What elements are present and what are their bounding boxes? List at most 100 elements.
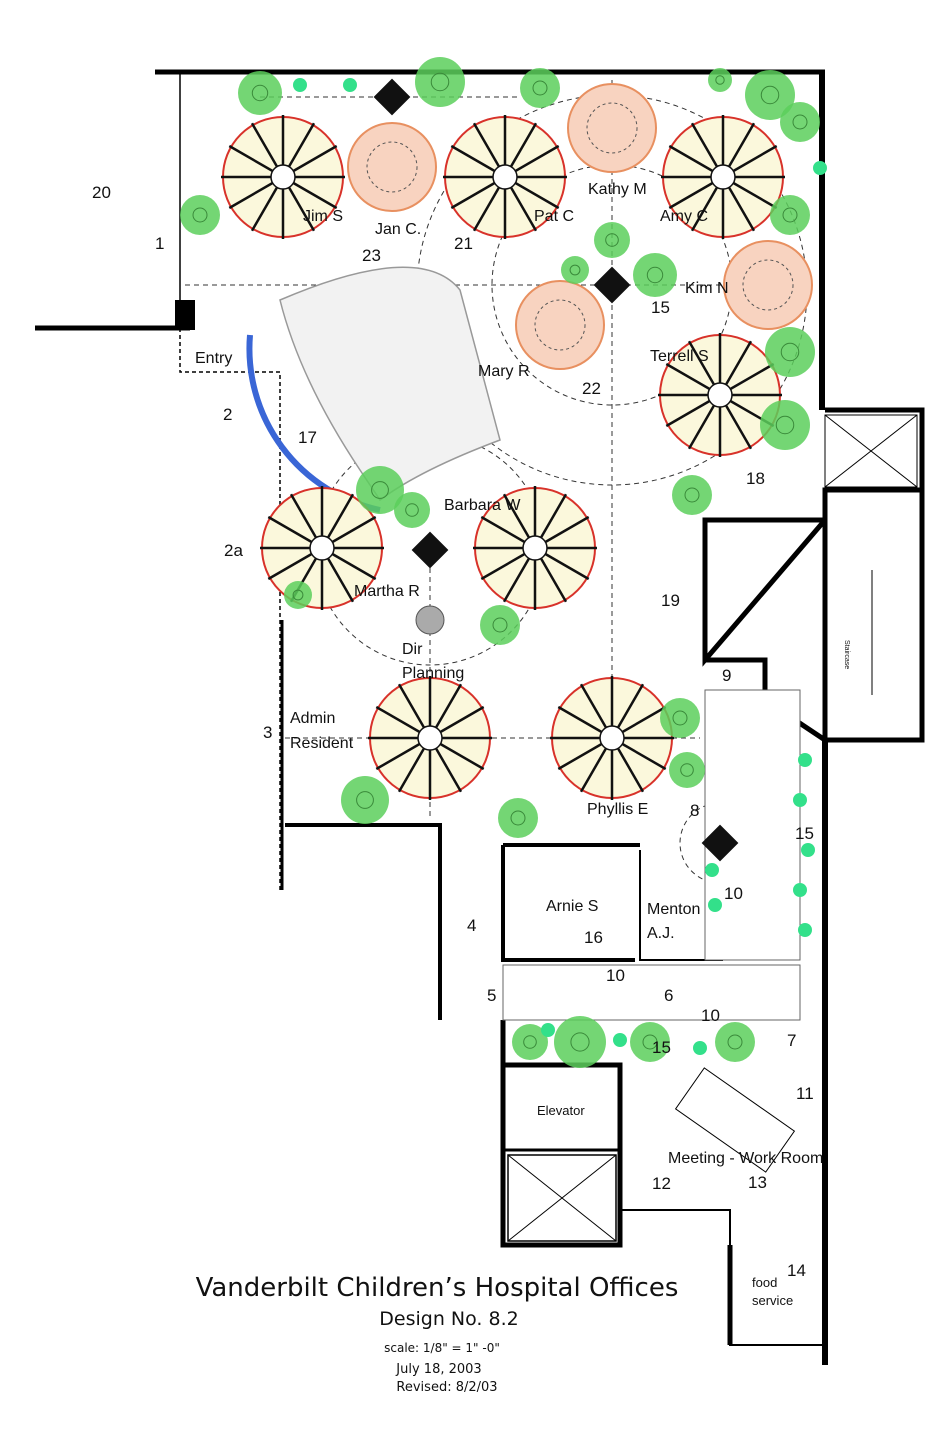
- label: 9: [722, 666, 731, 685]
- label: Jan C.: [375, 221, 421, 238]
- workstation-pod: [260, 486, 384, 610]
- plant-detail: [780, 342, 800, 362]
- plant-detail: [523, 1035, 537, 1049]
- label: Resident: [290, 735, 354, 752]
- plant-icon: [633, 253, 677, 297]
- plant-icon: [512, 1024, 548, 1060]
- column-icon: [411, 531, 449, 569]
- small-plant-icon: [801, 843, 815, 857]
- round-table: [723, 240, 813, 330]
- label: Kathy M: [588, 181, 647, 198]
- plant-detail: [715, 75, 725, 85]
- plant-detail: [510, 810, 526, 826]
- column-icon: [373, 78, 411, 116]
- plant-icon: [715, 1022, 755, 1062]
- plant-detail: [646, 266, 664, 284]
- workstation-pod: [473, 486, 597, 610]
- small-plant-icon: [813, 161, 827, 175]
- small-plant-icon: [708, 898, 722, 912]
- label: service: [752, 1293, 793, 1308]
- label: Martha R: [354, 583, 420, 600]
- plant-icon: [341, 776, 389, 824]
- label: A.J.: [647, 925, 675, 942]
- workstation-pod: [661, 115, 785, 239]
- dir-planning-table: [415, 605, 445, 635]
- plan-title: Vanderbilt Children’s Hospital Offices: [196, 1273, 679, 1303]
- revised-date: Revised: 8/2/03: [396, 1380, 497, 1395]
- workstation-pod: [368, 676, 492, 800]
- label: Entry: [195, 350, 232, 367]
- plant-icon: [415, 57, 465, 107]
- small-plant-icon: [293, 78, 307, 92]
- plant-icon: [672, 475, 712, 515]
- conference-area: [279, 266, 501, 502]
- plant-detail: [492, 617, 508, 633]
- label: 10: [606, 966, 625, 985]
- plant-detail: [292, 589, 304, 601]
- plant-detail: [251, 84, 269, 102]
- pod-hub: [707, 382, 733, 408]
- plant-detail: [569, 264, 581, 276]
- pod-hub: [599, 725, 625, 751]
- plant-icon: [520, 68, 560, 108]
- workstation-pod: [221, 115, 345, 239]
- workstation-pod: [550, 676, 674, 800]
- room-labels: 20 1 Jim S Jan C. Pat C Kathy M Amy C 21…: [92, 181, 850, 1308]
- label: Amy C: [660, 208, 708, 225]
- date: July 18, 2003: [395, 1362, 481, 1377]
- plant-icon: [708, 68, 732, 92]
- label: Elevator: [537, 1103, 585, 1118]
- plant-detail: [727, 1034, 743, 1050]
- plant-icon: [770, 195, 810, 235]
- small-plant-icon: [793, 793, 807, 807]
- plant-icon: [561, 256, 589, 284]
- column-icon: [701, 824, 739, 862]
- column-icon: [593, 266, 631, 304]
- plant-detail: [792, 114, 808, 130]
- label: Mary R: [478, 363, 530, 380]
- small-plant-icon: [613, 1033, 627, 1047]
- label: 4: [467, 916, 476, 935]
- small-plant-icon: [793, 883, 807, 897]
- scale: scale: 1/8" = 1" -0": [384, 1341, 500, 1355]
- workstation-pods: [221, 115, 785, 800]
- label: 10: [724, 884, 743, 903]
- plant-detail: [605, 233, 619, 247]
- plant-icon: [180, 195, 220, 235]
- shaft: [507, 1154, 617, 1242]
- pod-hub: [522, 535, 548, 561]
- plant-icon: [630, 1022, 670, 1062]
- plant-detail: [192, 207, 208, 223]
- label: 15: [795, 824, 814, 843]
- label: Arnie S: [546, 898, 598, 915]
- label: 18: [746, 469, 765, 488]
- round-tables: [347, 83, 813, 370]
- title-block: Vanderbilt Children’s Hospital Offices D…: [196, 1273, 679, 1395]
- pod-hub: [270, 164, 296, 190]
- plant-icon: [760, 400, 810, 450]
- small-plant-icon: [798, 753, 812, 767]
- entry-column: [175, 300, 195, 330]
- label: 7: [787, 1031, 796, 1050]
- label: 2: [223, 405, 232, 424]
- label: 15: [652, 1038, 671, 1057]
- plant-detail: [680, 763, 694, 777]
- round-table: [515, 280, 605, 370]
- label: 3: [263, 723, 272, 742]
- plant-icon: [594, 222, 630, 258]
- plant-detail: [570, 1032, 590, 1052]
- plant-icon: [284, 581, 312, 609]
- staircase-label: Staircase: [843, 640, 850, 669]
- plant-detail: [782, 207, 798, 223]
- small-plant-icon: [343, 78, 357, 92]
- label: Kim N: [685, 280, 729, 297]
- plant-detail: [356, 791, 374, 809]
- round-table: [347, 122, 437, 212]
- table-detail: [366, 141, 418, 193]
- label: Phyllis E: [587, 801, 648, 818]
- small-plant-icon: [705, 863, 719, 877]
- label: 5: [487, 986, 496, 1005]
- label: 6: [664, 986, 673, 1005]
- table-detail: [534, 299, 586, 351]
